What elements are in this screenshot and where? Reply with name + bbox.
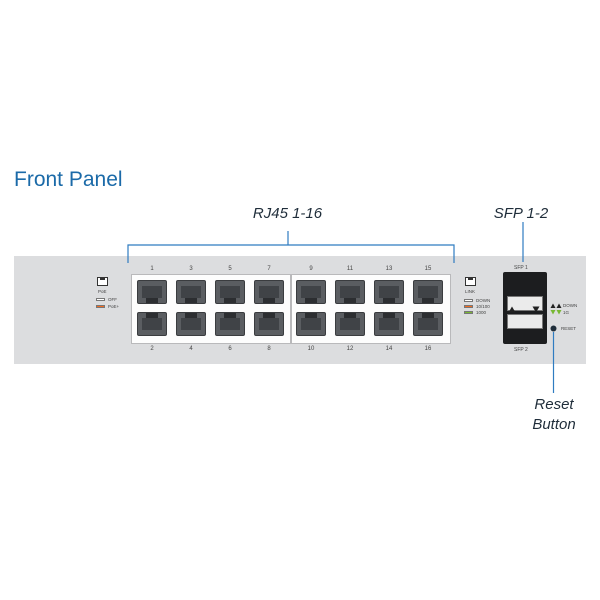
sfp-status-1g-label: 1G (563, 310, 570, 315)
reset-callout-label-line2: Button (532, 416, 576, 433)
link-label: LINK (465, 289, 476, 294)
rj45-port-16[interactable] (413, 312, 443, 336)
poe-off-label: OFF (108, 297, 117, 302)
port-number-4: 4 (189, 346, 193, 352)
link-100-label: 10/100 (476, 304, 490, 309)
port-number-7: 7 (267, 266, 271, 272)
port-number-16: 16 (424, 346, 432, 352)
sfp-status-down-label: DOWN (563, 303, 578, 308)
sfp-port-2[interactable] (507, 314, 543, 329)
rj45-port-9[interactable] (296, 280, 326, 304)
rj45-port-3[interactable] (176, 280, 206, 304)
port-number-3: 3 (189, 266, 193, 272)
rj45-port-1[interactable] (137, 280, 167, 304)
reset-callout-label-line1: Reset (534, 396, 574, 413)
port-number-15: 15 (424, 266, 432, 272)
poe-off-swatch (96, 298, 105, 301)
reset-label: RESET (561, 326, 577, 331)
sfp-2-label: SFP 2 (514, 347, 528, 353)
link-1000-label: 1000 (476, 310, 487, 315)
sfp-2-led-icon (532, 306, 540, 313)
port-number-12: 12 (346, 346, 354, 352)
rj45-port-15[interactable] (413, 280, 443, 304)
poe-label: PoE (98, 289, 107, 294)
port-number-13: 13 (385, 266, 393, 272)
port-number-1: 1 (150, 266, 154, 272)
port-number-2: 2 (150, 346, 154, 352)
rj45-port-10[interactable] (296, 312, 326, 336)
port-number-11: 11 (346, 266, 354, 272)
port-number-9: 9 (309, 266, 313, 272)
port-number-10: 10 (307, 346, 315, 352)
rj45-port-2[interactable] (137, 312, 167, 336)
sfp-1-label: SFP 1 (514, 265, 528, 271)
link-1000-swatch (464, 311, 473, 314)
rj45-bracket (127, 231, 455, 263)
rj45-port-8[interactable] (254, 312, 284, 336)
poe-port-icon (97, 277, 108, 286)
rj45-port-4[interactable] (176, 312, 206, 336)
port-number-14: 14 (385, 346, 393, 352)
sfp-status-arrows-icon (550, 303, 562, 315)
link-down-label: DOWN (476, 298, 491, 303)
page-title: Front Panel (14, 168, 123, 191)
reset-callout-line (552, 332, 555, 393)
link-port-icon (465, 277, 476, 286)
rj45-port-12[interactable] (335, 312, 365, 336)
link-down-swatch (464, 299, 473, 302)
sfp-1-led-icon (508, 306, 516, 313)
rj45-port-11[interactable] (335, 280, 365, 304)
poe-plus-label: PoE+ (108, 304, 120, 309)
rj45-port-7[interactable] (254, 280, 284, 304)
rj45-port-6[interactable] (215, 312, 245, 336)
rj45-port-13[interactable] (374, 280, 404, 304)
port-number-6: 6 (228, 346, 232, 352)
rj45-port-14[interactable] (374, 312, 404, 336)
poe-plus-swatch (96, 305, 105, 308)
rj45-port-5[interactable] (215, 280, 245, 304)
reset-button[interactable] (550, 325, 557, 332)
rj45-callout-label: RJ45 1-16 (252, 205, 323, 222)
link-100-swatch (464, 305, 473, 308)
sfp-callout-line (522, 222, 524, 262)
sfp-callout-label: SFP 1-2 (493, 205, 549, 222)
port-number-5: 5 (228, 266, 232, 272)
port-number-8: 8 (267, 346, 271, 352)
